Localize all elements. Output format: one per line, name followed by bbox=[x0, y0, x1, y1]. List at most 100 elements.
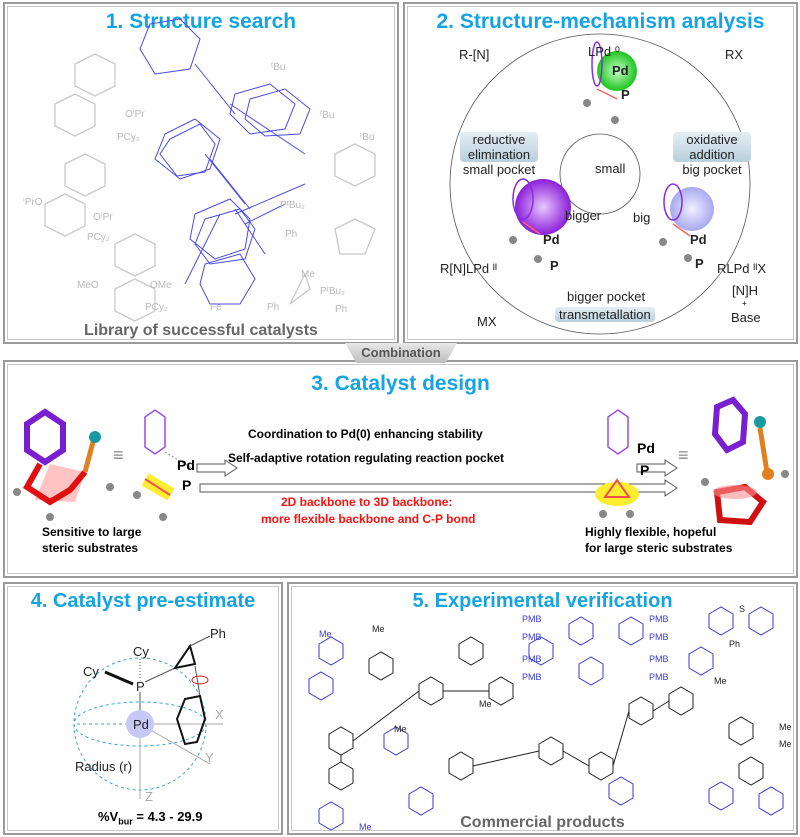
left-caption: Sensitive to large steric substrates bbox=[42, 525, 142, 555]
pd-label: Pd bbox=[543, 232, 560, 247]
p-label: P bbox=[621, 87, 630, 102]
pd-label: Pd bbox=[690, 232, 707, 247]
chem-label: Me bbox=[779, 739, 792, 749]
panel-experimental-verification: 5. Experimental verification bbox=[287, 582, 798, 835]
equiv-icon: ≡ bbox=[678, 445, 689, 465]
chem-label: PMB bbox=[649, 632, 669, 642]
chem-label: Me bbox=[359, 822, 372, 832]
bigger-pocket-label: bigger pocket bbox=[567, 289, 646, 304]
chem-label: Me bbox=[479, 699, 492, 709]
base-label: Base bbox=[731, 310, 761, 325]
catalyst-overlay-structures bbox=[44, 18, 376, 322]
pd-label: Pd bbox=[177, 457, 195, 473]
p-label: P bbox=[182, 477, 192, 493]
ligand-label: OMe bbox=[150, 280, 172, 291]
ligand-label: ᵗBu bbox=[271, 62, 286, 73]
equiv-icon: ≡ bbox=[113, 445, 124, 465]
bigger-label: bigger bbox=[565, 208, 602, 223]
catalyst-design-structures bbox=[13, 396, 789, 526]
ligand-label: PᵗBu₂ bbox=[280, 200, 305, 211]
reductive-elimination-step: reductive elimination small pocket bbox=[460, 132, 538, 177]
mx-label: MX bbox=[477, 314, 497, 329]
backbone-red-text: 2D backbone to 3D backbone: bbox=[281, 495, 453, 509]
chem-label: PMB bbox=[649, 654, 669, 664]
panel-title: 4. Catalyst pre-estimate bbox=[30, 590, 256, 612]
chem-label: PMB bbox=[522, 614, 542, 624]
backbone-red-text: more flexible backbone and C-P bond bbox=[261, 512, 476, 526]
ligand-label: ⁱPrO bbox=[23, 197, 43, 208]
ligand-label: Ph bbox=[335, 304, 348, 315]
cy-label: Cy bbox=[133, 644, 149, 659]
panel-title: 5. Experimental verification bbox=[412, 590, 673, 612]
rx-label: RX bbox=[725, 47, 744, 62]
rlpdx-label: RLPd ᴵᴵX bbox=[717, 261, 767, 276]
ligand-label: ᵗBu bbox=[360, 132, 375, 143]
chem-label: PMB bbox=[649, 672, 669, 682]
y-axis-label: Y bbox=[205, 750, 214, 765]
panel-mechanism-analysis: 2. Structure-mechanism analysis LPd ⁰ Pd… bbox=[403, 2, 798, 344]
panel-title: 1. Structure search bbox=[105, 10, 297, 33]
buried-volume-sphere bbox=[73, 635, 223, 799]
chem-label: Me bbox=[394, 724, 407, 734]
p-label: P bbox=[550, 258, 559, 273]
pd-label: Pd bbox=[133, 717, 149, 732]
transmetallation-step: transmetallation bbox=[555, 307, 655, 322]
p-label: P bbox=[695, 256, 704, 271]
nh-label: [N]H bbox=[732, 283, 758, 298]
ligand-label: Ph bbox=[285, 229, 298, 240]
chem-label: PMB bbox=[522, 672, 542, 682]
z-axis-label: Z bbox=[145, 789, 153, 804]
design-arrow-text: Coordination to Pd(0) enhancing stabilit… bbox=[248, 427, 483, 441]
ligand-label: Me bbox=[301, 269, 315, 280]
panel-structure-search: 1. Structure search OⁱPr bbox=[3, 2, 399, 344]
chem-label: Ph bbox=[729, 639, 741, 649]
ligand-label: OⁱPr bbox=[93, 212, 113, 223]
buried-volume-value: %Vbur = 4.3 - 29.9 bbox=[98, 809, 203, 827]
pd-pocket-big bbox=[670, 187, 714, 231]
p-label: P bbox=[640, 462, 650, 478]
pd-sphere bbox=[126, 710, 154, 738]
panel-catalyst-pre-estimate: 4. Catalyst pre-estimate Ph Cy Cy P Pd X… bbox=[3, 582, 283, 835]
pd-label: Pd bbox=[612, 63, 629, 78]
ligand-label: OⁱPr bbox=[125, 109, 145, 120]
small-label: small bbox=[595, 161, 626, 176]
ligand-label: MeO bbox=[77, 280, 99, 291]
pd-pocket-bigger bbox=[515, 179, 571, 235]
rn-label: R-[N] bbox=[459, 47, 490, 62]
chem-label: Me bbox=[779, 722, 792, 732]
rnlpd-label: R[N]LPd ᴵᴵ bbox=[440, 261, 498, 276]
ligand-label: ᵗBu bbox=[320, 110, 335, 121]
ligand-label: PCy₂ bbox=[117, 132, 140, 143]
chem-label: PMB bbox=[522, 654, 542, 664]
p-label: P bbox=[136, 679, 145, 694]
oxidative-addition-step: oxidative addition big pocket bbox=[673, 132, 751, 177]
lpd0-label: LPd ⁰ bbox=[588, 44, 620, 59]
chem-label: Me bbox=[372, 624, 385, 634]
panel-title: 2. Structure-mechanism analysis bbox=[436, 10, 765, 33]
ligand-label: PᵗBu₂ bbox=[320, 286, 345, 297]
ph-label: Ph bbox=[210, 626, 226, 641]
radius-label: Radius (r) bbox=[75, 759, 133, 774]
chem-label: S bbox=[739, 604, 746, 614]
catalytic-cycle bbox=[449, 33, 751, 335]
combination-tab: Combination bbox=[345, 343, 457, 363]
commercial-product-structures bbox=[308, 606, 784, 831]
chem-label: Me bbox=[319, 629, 332, 639]
design-arrow-text: Self-adaptive rotation regulating reacti… bbox=[228, 451, 505, 465]
ligand-label: PCy₂ bbox=[145, 302, 168, 313]
panel-catalyst-design: 3. Catalyst design ≡ ≡ Pd P Pd P Coordin… bbox=[3, 360, 798, 578]
chem-label: Me bbox=[714, 676, 727, 686]
chem-label: PMB bbox=[522, 632, 542, 642]
pd-pocket-small bbox=[597, 51, 637, 91]
pd-label: Pd bbox=[637, 440, 655, 456]
cy-label: Cy bbox=[83, 664, 99, 679]
x-axis-label: X bbox=[215, 707, 224, 722]
ligand-label: Ph bbox=[267, 302, 280, 313]
chem-label: PMB bbox=[649, 614, 669, 624]
plus-label: + bbox=[742, 299, 747, 308]
panel-title: 3. Catalyst design bbox=[311, 372, 490, 395]
right-caption: Highly flexible, hopeful for large steri… bbox=[585, 525, 733, 555]
panel-caption: Library of successful catalysts bbox=[84, 322, 318, 339]
ligand-label: PCy₂ bbox=[87, 232, 110, 243]
ligand-label: Fe bbox=[210, 302, 222, 313]
